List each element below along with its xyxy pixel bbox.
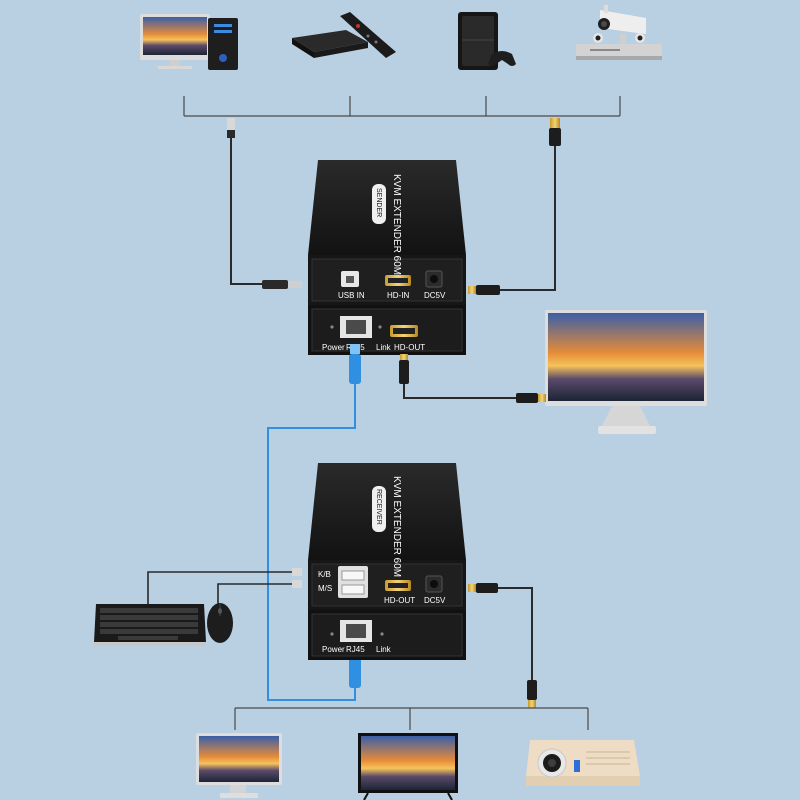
receiver-port-link: Link — [376, 645, 392, 654]
sender-unit: KVM EXTENDER 60M SENDER USB IN HD-IN DC5… — [308, 160, 466, 355]
sender-port-dc5v: DC5V — [424, 291, 446, 300]
projector-icon — [526, 740, 640, 786]
computer-icon — [140, 14, 238, 70]
game-console-icon — [458, 12, 516, 70]
receiver-port-ms: M/S — [318, 584, 332, 593]
receiver-port-kb: K/B — [318, 570, 331, 579]
mouse-icon — [207, 603, 233, 643]
cctv-dvr-icon — [576, 5, 662, 60]
hdmi-cable-sender — [468, 118, 561, 295]
sender-port-power: Power — [322, 343, 345, 352]
hdmi-cable-displays — [468, 583, 537, 708]
display-bus — [234, 707, 589, 730]
receiver-title: KVM EXTENDER 60M — [391, 476, 402, 577]
set-top-box-icon — [292, 12, 396, 58]
receiver-port-rj45: RJ45 — [346, 645, 365, 654]
tv-icon — [358, 733, 458, 800]
sender-port-hd-out: HD-OUT — [394, 343, 425, 352]
keyboard-icon — [94, 604, 206, 646]
receiver-port-hd-out: HD-OUT — [384, 596, 415, 605]
receiver-unit: KVM EXTENDER 60M RECEIVER K/B M/S HD-OUT… — [308, 463, 466, 660]
receiver-dc-power-jack — [430, 580, 438, 588]
sender-title: KVM EXTENDER 60M — [391, 174, 402, 275]
dc-power-jack — [430, 275, 438, 283]
hdmi-cable-local-monitor — [399, 354, 546, 403]
bottom-monitor-icon — [196, 733, 282, 798]
receiver-port-power: Power — [322, 645, 345, 654]
source-bus — [183, 96, 621, 117]
monitor-icon — [545, 310, 707, 434]
usb-cables-receiver — [147, 571, 292, 606]
receiver-badge: RECEIVER — [375, 489, 382, 525]
usb-cable-sender — [227, 118, 302, 289]
sender-port-hd-in: HD-IN — [387, 291, 409, 300]
sender-port-link: Link — [376, 343, 392, 352]
sender-port-usb-in: USB IN — [338, 291, 365, 300]
receiver-port-dc5v: DC5V — [424, 596, 446, 605]
sender-badge: SENDER — [375, 188, 382, 217]
